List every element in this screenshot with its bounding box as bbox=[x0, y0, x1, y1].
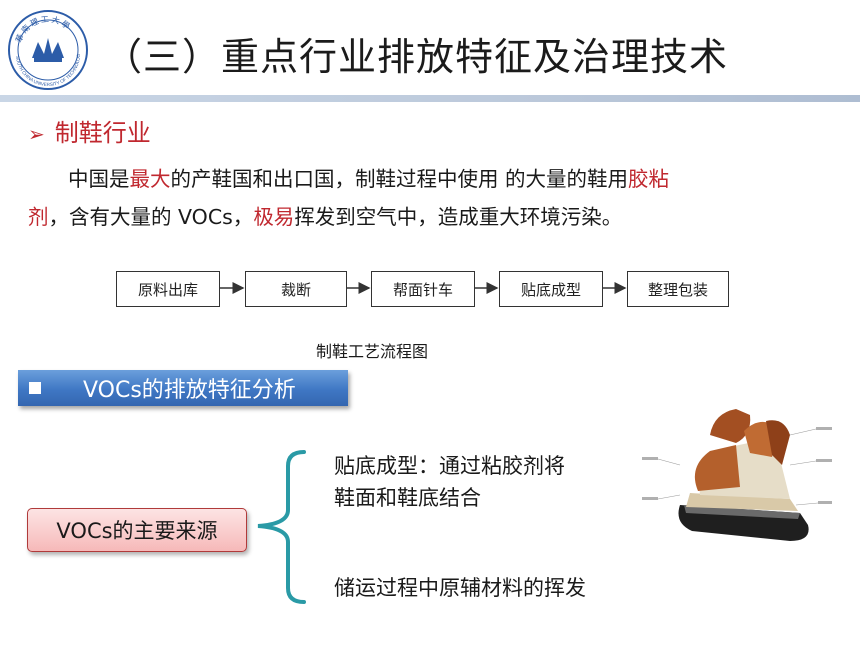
section-heading: ➢ 制鞋行业 bbox=[28, 113, 151, 148]
flowchart-caption: 制鞋工艺流程图 bbox=[316, 342, 429, 361]
emission-heading-bar: VOCs的排放特征分析 bbox=[18, 370, 348, 406]
text-run: 的产鞋国和出口国，制鞋过程中使用 的大量的鞋用 bbox=[170, 167, 629, 191]
flow-step: 帮面针车 bbox=[371, 271, 475, 307]
title-divider bbox=[0, 95, 860, 102]
flow-step: 原料出库 bbox=[116, 271, 220, 307]
highlight-text: 胶粘 bbox=[628, 167, 670, 191]
source-item: 储运过程中原辅材料的挥发 bbox=[334, 576, 586, 600]
flow-step: 裁断 bbox=[245, 271, 347, 307]
flow-step: 整理包装 bbox=[627, 271, 729, 307]
highlight-text: 剂 bbox=[28, 205, 49, 229]
voc-source-box: VOCs的主要来源 bbox=[27, 508, 247, 552]
text-run: ，含有大量的 VOCs， bbox=[48, 205, 254, 229]
square-bullet-icon bbox=[29, 382, 41, 394]
highlight-text: 极易 bbox=[253, 205, 295, 229]
page-title: （三）重点行业排放特征及治理技术 bbox=[104, 35, 729, 79]
intro-paragraph: 中国是最大的产鞋国和出口国，制鞋过程中使用 的大量的鞋用胶粘 剂，含有大量的 V… bbox=[28, 160, 828, 236]
text-run: 中国是 bbox=[68, 167, 130, 191]
highlight-text: 最大 bbox=[129, 167, 171, 191]
curly-brace-icon bbox=[257, 450, 306, 604]
text-run: 挥发到空气中，造成重大环境污染。 bbox=[294, 205, 623, 229]
source-item: 贴底成型：通过粘胶剂将鞋面和鞋底结合 bbox=[334, 454, 565, 510]
emission-heading-label: VOCs的排放特征分析 bbox=[83, 378, 296, 403]
flow-step: 贴底成型 bbox=[499, 271, 603, 307]
section-label: 制鞋行业 bbox=[54, 119, 151, 147]
shoe-structure-image bbox=[640, 395, 836, 555]
university-logo: 華 南 理 工 大 學 SOUTH CHINA UNIVERSITY OF TE… bbox=[4, 4, 90, 92]
arrow-right-icon: ➢ bbox=[28, 122, 45, 146]
